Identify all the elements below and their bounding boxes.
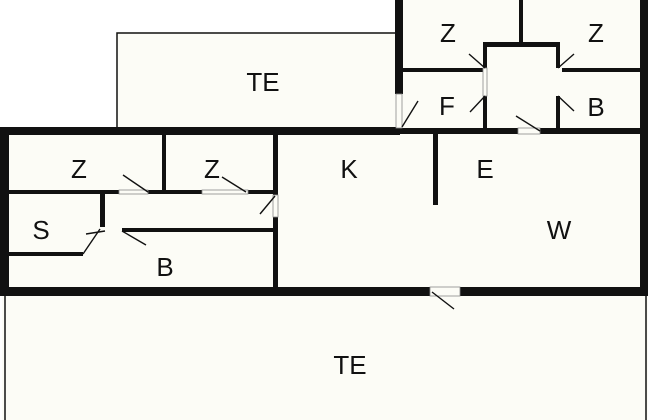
door-z-top-left-gap — [482, 67, 488, 97]
wall-bedrooms-bottom-a — [9, 190, 119, 194]
wall-bedrooms-bottom-c — [248, 190, 276, 194]
door-kitchen-gap — [272, 194, 279, 218]
wall-kitchen-dining-divider — [433, 133, 438, 205]
room-label-s: S — [32, 215, 49, 245]
room-label-b-bottom: B — [156, 252, 173, 282]
door-storage-swing — [82, 228, 101, 255]
terrace-top-area — [116, 32, 398, 130]
wall-kitchen-left-lower — [273, 217, 278, 291]
room-label-z-mid-left: Z — [71, 154, 87, 184]
room-label-z-top-left: Z — [440, 18, 456, 48]
door-terrace-swing — [401, 100, 419, 128]
wall-wing-bottom-right — [540, 128, 642, 134]
room-label-f: F — [439, 91, 455, 121]
door-b-top-swing — [557, 95, 575, 112]
wall-corridor-right-upper — [556, 42, 560, 68]
door-entrance-swing — [515, 115, 541, 132]
door-z-mid-right-swing — [221, 176, 247, 193]
door-bath-swing — [121, 230, 147, 246]
room-label-te-bottom: TE — [333, 350, 366, 380]
wall-bedrooms-bottom-b — [148, 190, 202, 194]
door-z-mid-left-gap — [118, 189, 149, 195]
wall-corridor-left-upper — [483, 42, 487, 68]
wall-main-bottom-right — [460, 287, 648, 296]
door-z-top-left-swing — [468, 53, 486, 69]
room-label-e: E — [476, 154, 493, 184]
door-z-top-right-swing — [557, 53, 575, 69]
door-storage-swing-2 — [85, 230, 106, 235]
wall-wing-left-upper — [395, 0, 403, 94]
door-f-swing — [469, 95, 486, 113]
wall-wing-divider-z — [519, 0, 523, 46]
doors — [82, 53, 575, 310]
door-terrace-gap — [395, 93, 403, 129]
door-z-mid-left-swing — [122, 174, 149, 193]
room-label-z-mid-right: Z — [204, 154, 220, 184]
wall-wing-bottom — [395, 128, 518, 134]
room-label-b-top: B — [587, 92, 604, 122]
wall-storage-bottom — [9, 252, 83, 256]
door-terrace-bottom-gap — [429, 286, 461, 297]
wall-bedroom-divider — [162, 135, 166, 194]
wall-right — [640, 0, 648, 296]
wall-z-left-bottom — [400, 68, 484, 72]
wall-corridor-right-lower — [556, 96, 560, 132]
door-terrace-bottom-swing — [431, 291, 455, 310]
door-kitchen-swing — [259, 195, 276, 215]
door-z-mid-right-gap — [201, 189, 249, 195]
wall-z-right-bottom — [562, 68, 642, 72]
room-label-z-top-right: Z — [588, 18, 604, 48]
wall-kitchen-left-upper — [273, 135, 278, 195]
room-label-te-top: TE — [246, 67, 279, 97]
room-labels: TE Z Z F B Z Z K E S W B TE — [32, 18, 604, 380]
terrace-bottom-area — [2, 294, 648, 420]
wall-main-top — [0, 127, 400, 135]
room-label-w: W — [547, 215, 572, 245]
room-label-k: K — [340, 154, 358, 184]
wall-corridor-top — [484, 42, 560, 47]
main-floor-area — [2, 128, 644, 294]
wall-corridor-left-lower — [483, 96, 487, 132]
wall-main-left — [0, 127, 9, 296]
terrace-outlines — [4, 32, 647, 420]
walls — [0, 0, 648, 296]
wall-storage-right — [100, 194, 105, 227]
wall-bath-top — [122, 228, 276, 232]
terrace-top-outline — [116, 32, 398, 128]
wall-main-bottom-left — [0, 287, 430, 296]
